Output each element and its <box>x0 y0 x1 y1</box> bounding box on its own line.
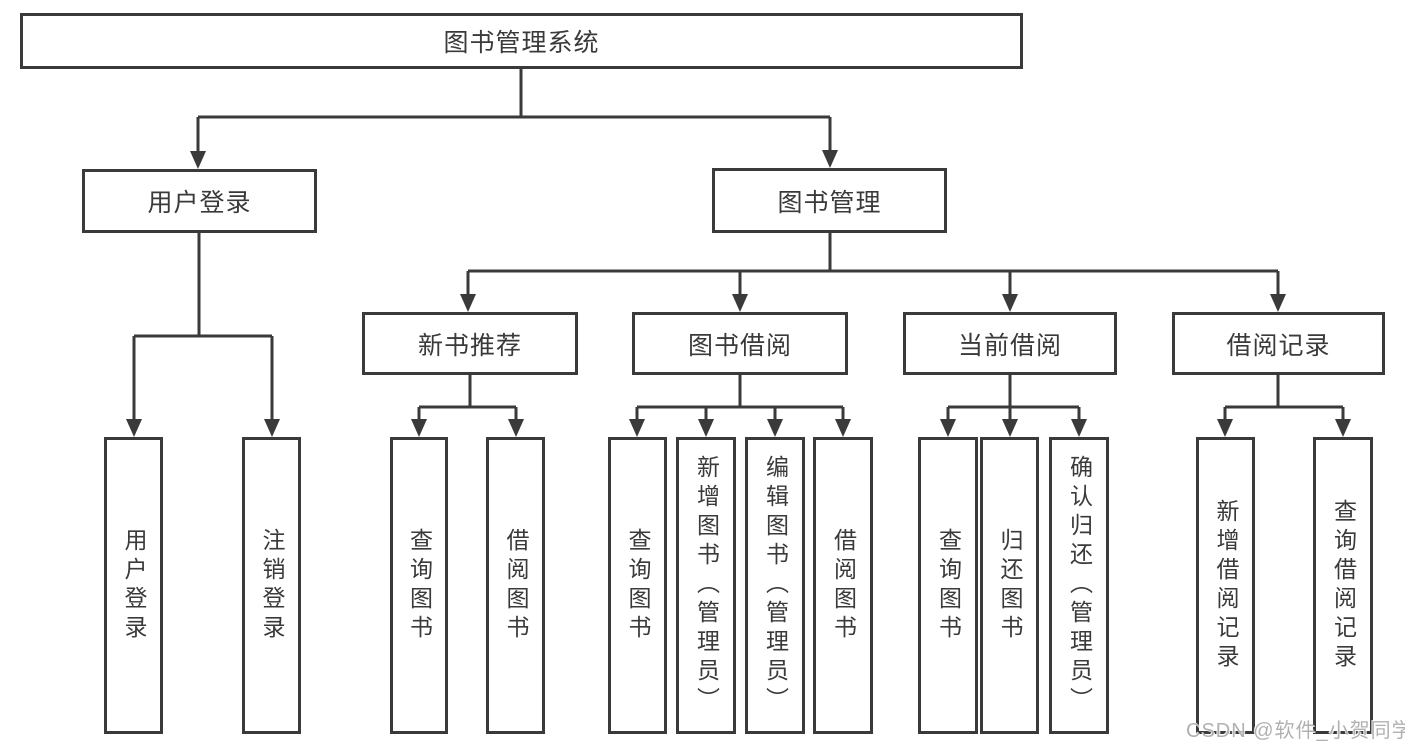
connector-records-to-leaves <box>1223 375 1345 423</box>
arrowhead <box>835 419 851 437</box>
connector-currentborrow-to-leaves <box>946 375 1081 423</box>
node-new-book-recommend: 新书推荐 <box>362 312 578 375</box>
arrowhead <box>1002 294 1018 312</box>
leaf-confirm-return-admin-label: 确认归还（管理员） <box>1066 455 1093 716</box>
arrowhead <box>822 150 838 168</box>
arrowhead <box>940 419 956 437</box>
node-book-management: 图书管理 <box>712 168 947 233</box>
arrowhead <box>732 294 748 312</box>
leaf-query-borrow-record-label: 查询借阅记录 <box>1330 498 1357 673</box>
arrowhead <box>264 419 280 437</box>
leaf-confirm-return-admin: 确认归还（管理员） <box>1049 437 1109 734</box>
arrowhead <box>698 419 714 437</box>
leaf-query-books-borrow-label: 查询图书 <box>625 527 651 644</box>
leaf-user-login-label: 用户登录 <box>121 527 147 644</box>
connector-userlogin-to-leaves <box>132 233 274 423</box>
leaf-return-books-label: 归还图书 <box>997 527 1023 644</box>
arrowhead <box>629 419 645 437</box>
leaf-edit-books-admin-label: 编辑图书（管理员） <box>762 455 789 716</box>
leaf-add-borrow-record: 新增借阅记录 <box>1196 437 1255 734</box>
leaf-edit-books-admin: 编辑图书（管理员） <box>745 437 805 734</box>
node-current-borrow-label: 当前借阅 <box>957 331 1062 360</box>
leaf-query-books-recommend-label: 查询图书 <box>406 527 433 644</box>
node-root-library-system: 图书管理系统 <box>20 13 1023 69</box>
leaf-return-books: 归还图书 <box>980 437 1039 734</box>
node-new-book-recommend-label: 新书推荐 <box>417 331 522 360</box>
arrowhead <box>767 419 783 437</box>
leaf-query-books-current: 查询图书 <box>918 437 978 734</box>
leaf-user-login: 用户登录 <box>104 437 163 734</box>
node-user-login: 用户登录 <box>82 169 317 233</box>
leaf-query-books-borrow: 查询图书 <box>608 437 667 734</box>
arrowhead <box>1071 419 1087 437</box>
arrowhead <box>1217 419 1233 437</box>
node-borrow-records-label: 借阅记录 <box>1226 331 1331 360</box>
arrowhead <box>1002 419 1018 437</box>
arrowhead <box>1270 294 1286 312</box>
arrowhead <box>190 151 206 169</box>
node-current-borrow: 当前借阅 <box>903 312 1117 375</box>
node-book-borrow-label: 图书借阅 <box>687 331 792 360</box>
node-borrow-records: 借阅记录 <box>1172 312 1385 375</box>
leaf-add-borrow-record-label: 新增借阅记录 <box>1213 498 1239 673</box>
arrowhead <box>411 419 427 437</box>
leaf-add-books-admin-label: 新增图书（管理员） <box>693 455 720 716</box>
node-root-label: 图书管理系统 <box>443 29 600 57</box>
arrowhead <box>460 294 476 312</box>
leaf-query-borrow-record: 查询借阅记录 <box>1313 437 1373 734</box>
leaf-query-books-recommend: 查询图书 <box>390 437 448 734</box>
leaf-borrow-books-recommend-label: 借阅图书 <box>503 527 529 644</box>
leaf-borrow-books-recommend: 借阅图书 <box>486 437 545 734</box>
arrowhead <box>126 419 142 437</box>
arrowheads <box>126 150 1351 437</box>
connector-root-to-level2 <box>196 69 832 155</box>
watermark: CSDN @软件_小贺同学 <box>1186 720 1405 742</box>
connector-bookborrow-to-leaves <box>635 375 845 423</box>
leaf-logout: 注销登录 <box>242 437 301 734</box>
leaf-borrow-books-label: 借阅图书 <box>830 527 857 644</box>
node-book-borrow: 图书借阅 <box>632 312 848 375</box>
leaf-query-books-current-label: 查询图书 <box>935 527 962 644</box>
arrowhead <box>1335 419 1351 437</box>
arrowhead <box>508 419 524 437</box>
leaf-logout-label: 注销登录 <box>259 527 285 644</box>
connector-bookmgmt-to-level3 <box>466 233 1280 299</box>
connector-newbook-to-leaves <box>417 375 518 423</box>
leaf-borrow-books: 借阅图书 <box>813 437 873 734</box>
node-user-login-label: 用户登录 <box>147 189 252 217</box>
leaf-add-books-admin: 新增图书（管理员） <box>676 437 736 734</box>
node-book-management-label: 图书管理 <box>777 188 882 217</box>
